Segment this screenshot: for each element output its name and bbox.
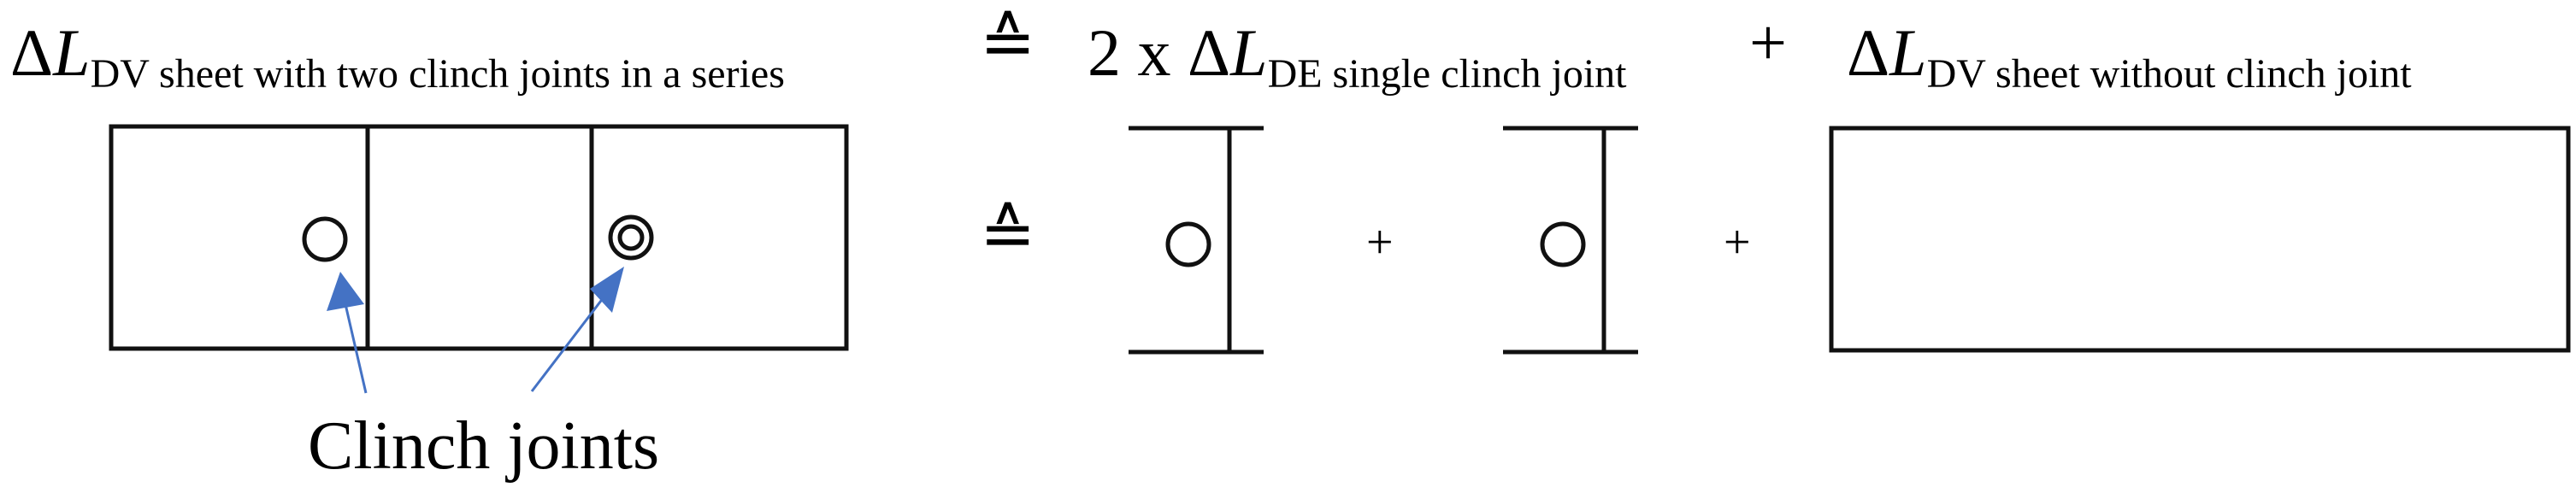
term1-subscript: DV sheet with two clinch joints in a ser… bbox=[91, 51, 785, 97]
correspondence-symbol-top: ≙ bbox=[980, 5, 1035, 79]
term1: ΔLDV sheet with two clinch joints in a s… bbox=[10, 15, 785, 97]
clinch-joint-2-outer bbox=[608, 214, 654, 261]
plus-symbol-diagram-1: + bbox=[1366, 216, 1394, 269]
term2: 2 x ΔLDE single clinch joint bbox=[1088, 15, 1627, 97]
term1-delta: Δ bbox=[10, 15, 53, 90]
term3-subscript: DV sheet without clinch joint bbox=[1927, 51, 2413, 97]
arrowhead-2 bbox=[590, 267, 624, 313]
clinch-joint-1 bbox=[302, 216, 348, 262]
equation-line: ΔLDV sheet with two clinch joints in a s… bbox=[10, 5, 2412, 97]
term2-multiplier: 2 x bbox=[1088, 15, 1188, 90]
plus-symbol-diagram-2: + bbox=[1724, 216, 1751, 269]
clinch-joint bbox=[1540, 221, 1586, 267]
term2-delta: Δ bbox=[1188, 15, 1230, 90]
plus-symbol-top: + bbox=[1749, 5, 1787, 79]
sheet-without-clinch-joint bbox=[1829, 126, 2571, 353]
clinch-joint bbox=[1165, 221, 1211, 267]
term3-delta: Δ bbox=[1847, 15, 1889, 90]
arrowhead-1 bbox=[327, 272, 364, 311]
correspondence-symbol-diagram: ≙ bbox=[980, 197, 1035, 271]
clinch-joint-2-inner bbox=[617, 224, 645, 251]
term2-L: L bbox=[1229, 15, 1267, 90]
single-clinch-joint-element-1 bbox=[1129, 126, 1264, 355]
sheet-with-two-clinch-joints bbox=[109, 124, 849, 351]
single-clinch-joint-element-2 bbox=[1503, 126, 1638, 355]
clinch-joint-arrows bbox=[327, 267, 624, 394]
term3-L: L bbox=[1889, 15, 1926, 90]
term1-L: L bbox=[52, 15, 90, 90]
term2-subscript: DE single clinch joint bbox=[1268, 51, 1628, 97]
arrow-line-1 bbox=[344, 303, 368, 394]
term3: ΔLDV sheet without clinch joint bbox=[1847, 15, 2412, 97]
sheet-outline bbox=[109, 124, 849, 351]
arrow-line-2 bbox=[530, 296, 605, 392]
clinch-joint-2 bbox=[608, 214, 654, 261]
clinch-joints-label: Clinch joints bbox=[308, 408, 659, 484]
